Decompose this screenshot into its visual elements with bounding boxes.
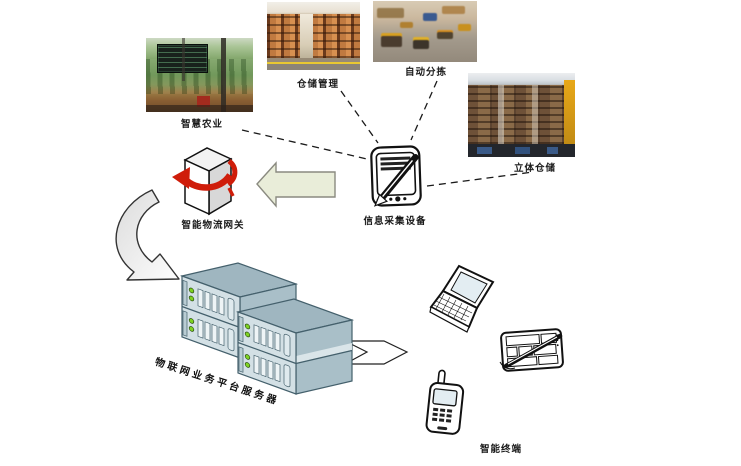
red-ribbon [226, 159, 238, 187]
phone-icon [425, 369, 465, 435]
photo-detail [532, 84, 538, 144]
label-warehouse-management: 仓储管理 [296, 79, 339, 90]
smart-agriculture-photo [146, 38, 253, 112]
photo-detail [547, 146, 558, 154]
photo-detail [300, 13, 313, 58]
connector-stereo-device [426, 171, 534, 187]
label-smart-agriculture: 智慧农业 [180, 119, 223, 130]
auto-sorting-photo [373, 1, 477, 62]
connector-sorting-device [410, 80, 438, 141]
label-stereo-warehouse: 立体仓储 [513, 163, 556, 174]
photo-detail [197, 96, 211, 107]
photo-detail [476, 146, 492, 154]
photo-detail [564, 79, 575, 147]
label-auto-sorting: 自动分拣 [404, 67, 447, 78]
label-smart-terminal: 智能终端 [479, 444, 522, 455]
chevron-arrow [344, 340, 409, 365]
photo-detail [267, 13, 360, 58]
laptop-icon [429, 264, 495, 333]
photo-detail [182, 38, 186, 81]
photo-detail [497, 84, 505, 144]
photo-detail [267, 63, 360, 70]
photo-detail [267, 61, 360, 64]
tablet-icon [499, 328, 564, 372]
curved-arrow [115, 189, 180, 281]
keyboard-keys [433, 293, 473, 322]
photo-detail [373, 1, 477, 62]
dashed-connectors [241, 80, 534, 187]
pda-device [370, 145, 422, 207]
red-ribbon-arrowhead [172, 167, 190, 189]
photo-detail [146, 104, 253, 112]
stylus-pen-icon [503, 333, 563, 369]
phone-screen [432, 388, 458, 407]
keypad [431, 407, 453, 431]
connector-warehouse-device [340, 90, 379, 144]
photo-detail [220, 38, 227, 112]
block-arrow-left [256, 161, 336, 208]
warehouse-management-photo [267, 2, 360, 70]
photo-detail [156, 43, 208, 73]
gateway-device [172, 147, 238, 216]
photo-detail [468, 84, 575, 144]
stereo-warehouse-photo [468, 73, 575, 157]
connector-agriculture-device [241, 129, 368, 160]
label-collection-device: 信息采集设备 [363, 216, 427, 227]
server-stack [235, 298, 355, 395]
label-gateway: 智能物流网关 [181, 220, 245, 231]
stylus-pen-icon [373, 154, 419, 207]
red-ribbon [227, 187, 235, 197]
photo-detail [515, 146, 531, 154]
